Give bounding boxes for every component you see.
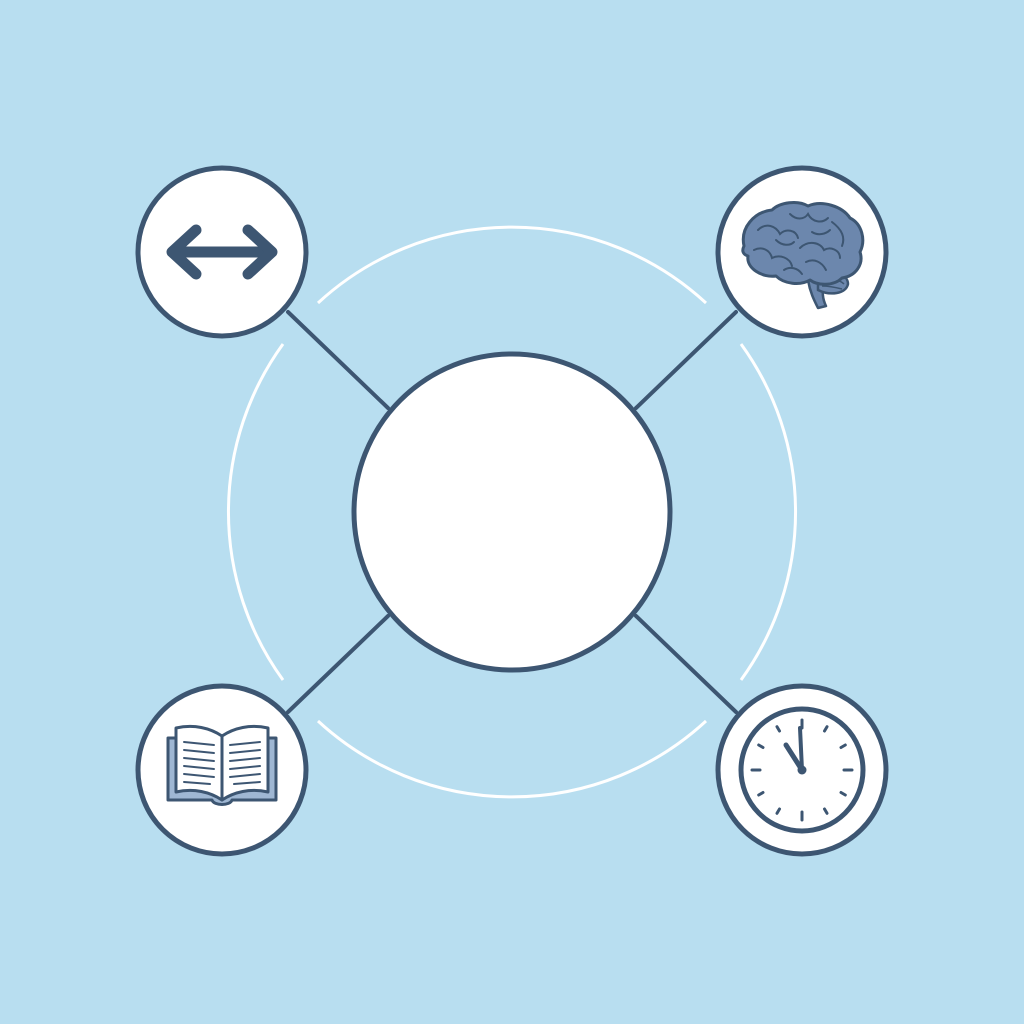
connector-top-left	[286, 310, 390, 410]
open-book-icon	[166, 724, 278, 806]
connector-bottom-right	[634, 614, 738, 714]
node-top-right[interactable]	[715, 165, 889, 339]
node-top-left[interactable]	[135, 165, 309, 339]
node-bottom-right[interactable]	[715, 683, 889, 857]
clock-minute-hand	[798, 726, 804, 772]
clock-tick	[775, 725, 781, 733]
clock-tick	[839, 743, 847, 749]
clock-tick	[775, 807, 781, 815]
clock-ticks	[750, 718, 854, 822]
connectors	[286, 310, 738, 714]
double-arrow-icon	[166, 224, 278, 280]
clock-tick	[757, 791, 765, 797]
clock-hour-hand	[783, 742, 805, 773]
clock-tick	[757, 743, 765, 749]
connector-bottom-left	[286, 614, 390, 714]
brain-icon	[741, 201, 865, 310]
outer-ring-arc-left	[226, 343, 285, 681]
outer-ring-arc-bottom	[316, 719, 708, 799]
clock-tick	[823, 807, 829, 815]
outer-ring-arc-right	[739, 343, 798, 681]
outer-ring-arc-top	[316, 225, 708, 305]
clock-icon	[738, 706, 866, 834]
node-bottom-left[interactable]	[135, 683, 309, 857]
connector-top-right	[634, 310, 738, 410]
clock-center-pin	[797, 765, 807, 775]
clock-tick	[823, 725, 829, 733]
clock-tick	[839, 791, 847, 797]
outer-ring	[226, 225, 798, 799]
center-node[interactable]	[351, 351, 673, 673]
